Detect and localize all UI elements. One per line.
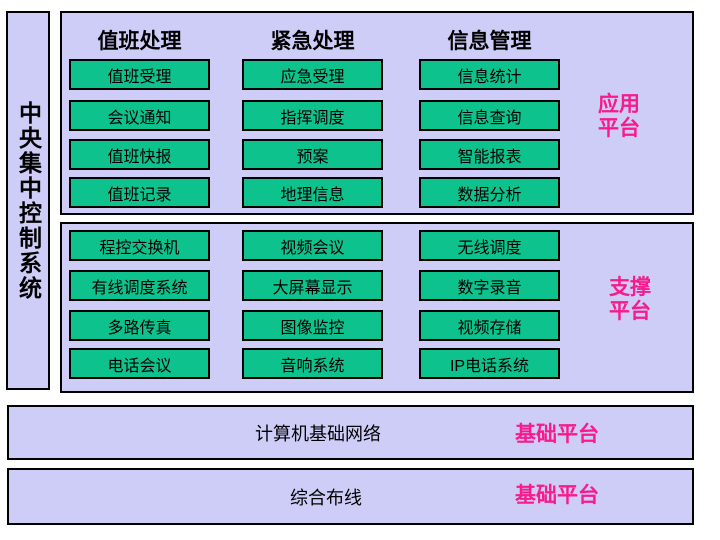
diagram-block: 程控交换机 <box>69 230 210 261</box>
base-network-title: 计算机基础网络 <box>255 423 381 444</box>
diagram-block: 值班记录 <box>69 177 210 208</box>
column-header-emergency: 紧急处理 <box>270 30 355 53</box>
diagram-block: 有线调度系统 <box>69 270 210 301</box>
diagram-block: 音响系统 <box>242 348 383 379</box>
base-platform-label: 基础平台 <box>515 484 599 508</box>
support-platform-label: 支撑 平台 <box>609 276 651 323</box>
base-platform-network-bar: 计算机基础网络 基础平台 <box>7 405 694 460</box>
diagram-block: 数字录音 <box>419 270 560 301</box>
diagram-block: IP电话系统 <box>419 348 560 379</box>
application-platform-panel: 值班处理 紧急处理 信息管理 值班受理 会议通知 值班快报 值班记录 应急受理 … <box>60 11 694 215</box>
diagram-block: 电话会议 <box>69 348 210 379</box>
diagram-block: 无线调度 <box>419 230 560 261</box>
system-title-bar: 中央集中控制系统 <box>6 11 50 390</box>
diagram-block: 地理信息 <box>242 177 383 208</box>
diagram-block: 视频会议 <box>242 230 383 261</box>
support-platform-panel: 程控交换机 有线调度系统 多路传真 电话会议 视频会议 大屏幕显示 图像监控 音… <box>60 222 694 393</box>
diagram-block: 指挥调度 <box>242 100 383 131</box>
diagram-block: 图像监控 <box>242 310 383 341</box>
application-platform-label: 应用 平台 <box>598 93 640 140</box>
diagram-block: 智能报表 <box>419 139 560 170</box>
diagram-block: 应急受理 <box>242 59 383 90</box>
diagram-block: 视频存储 <box>419 310 560 341</box>
diagram-block: 值班受理 <box>69 59 210 90</box>
column-header-information: 信息管理 <box>447 30 532 53</box>
system-title: 中央集中控制系统 <box>15 100 42 301</box>
diagram-block: 大屏幕显示 <box>242 270 383 301</box>
column-header-duty: 值班处理 <box>97 30 182 53</box>
diagram-block: 信息查询 <box>419 100 560 131</box>
base-cabling-title: 综合布线 <box>290 487 362 508</box>
diagram-block: 值班快报 <box>69 139 210 170</box>
base-platform-label: 基础平台 <box>515 422 599 446</box>
base-platform-cabling-bar: 综合布线 基础平台 <box>7 468 694 525</box>
diagram-block: 会议通知 <box>69 100 210 131</box>
diagram-block: 预案 <box>242 139 383 170</box>
diagram-block: 信息统计 <box>419 59 560 90</box>
diagram-block: 多路传真 <box>69 310 210 341</box>
diagram-block: 数据分析 <box>419 177 560 208</box>
